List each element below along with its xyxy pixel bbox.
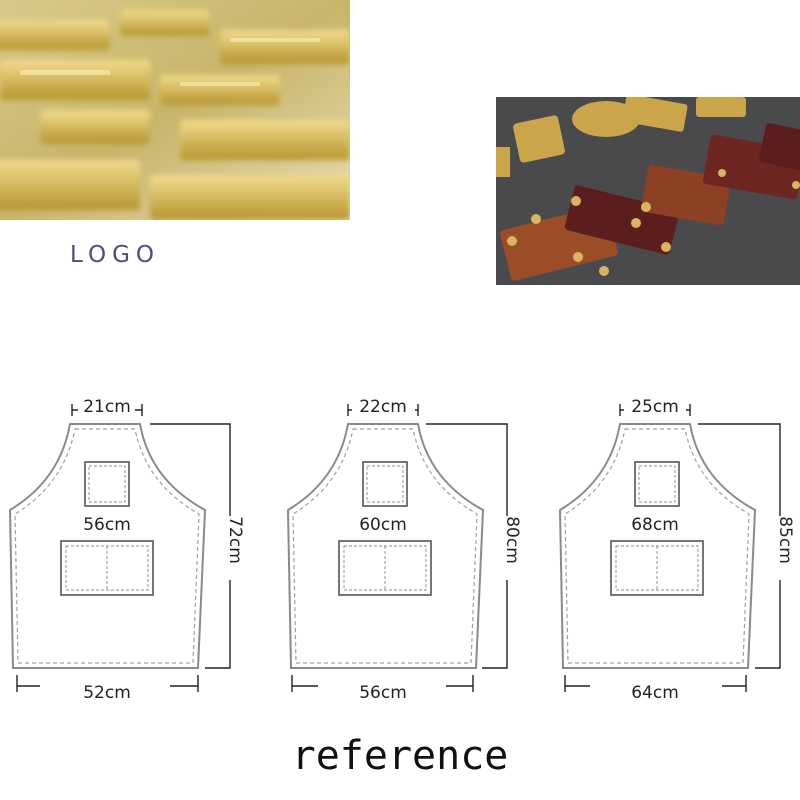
- hem-width-label: 52cm: [83, 683, 131, 703]
- brass-logo-stamps-photo: [0, 0, 350, 220]
- chest-width-label: 56cm: [83, 515, 131, 535]
- reference-label: reference: [291, 733, 509, 779]
- neck-width-label: 22cm: [359, 397, 407, 417]
- apron-size-diagram: 21cm 56cm 72cm 52cm 22cm 60cm 80cm 56cm …: [9, 397, 795, 703]
- chest-width-label: 68cm: [631, 515, 679, 535]
- length-label: 85cm: [775, 516, 795, 564]
- leather-patches-photo: [496, 97, 800, 285]
- apron-large: 25cm 68cm 85cm 64cm: [559, 397, 795, 703]
- chest-width-label: 60cm: [359, 515, 407, 535]
- hem-width-label: 64cm: [631, 683, 679, 703]
- hem-width-label: 56cm: [359, 683, 407, 703]
- apron-medium: 22cm 60cm 80cm 56cm: [287, 397, 522, 703]
- neck-width-label: 21cm: [83, 397, 131, 417]
- logo-label: LOGO: [70, 242, 161, 268]
- apron-small: 21cm 56cm 72cm 52cm: [9, 397, 245, 703]
- length-label: 72cm: [225, 516, 245, 564]
- neck-width-label: 25cm: [631, 397, 679, 417]
- length-label: 80cm: [502, 516, 522, 564]
